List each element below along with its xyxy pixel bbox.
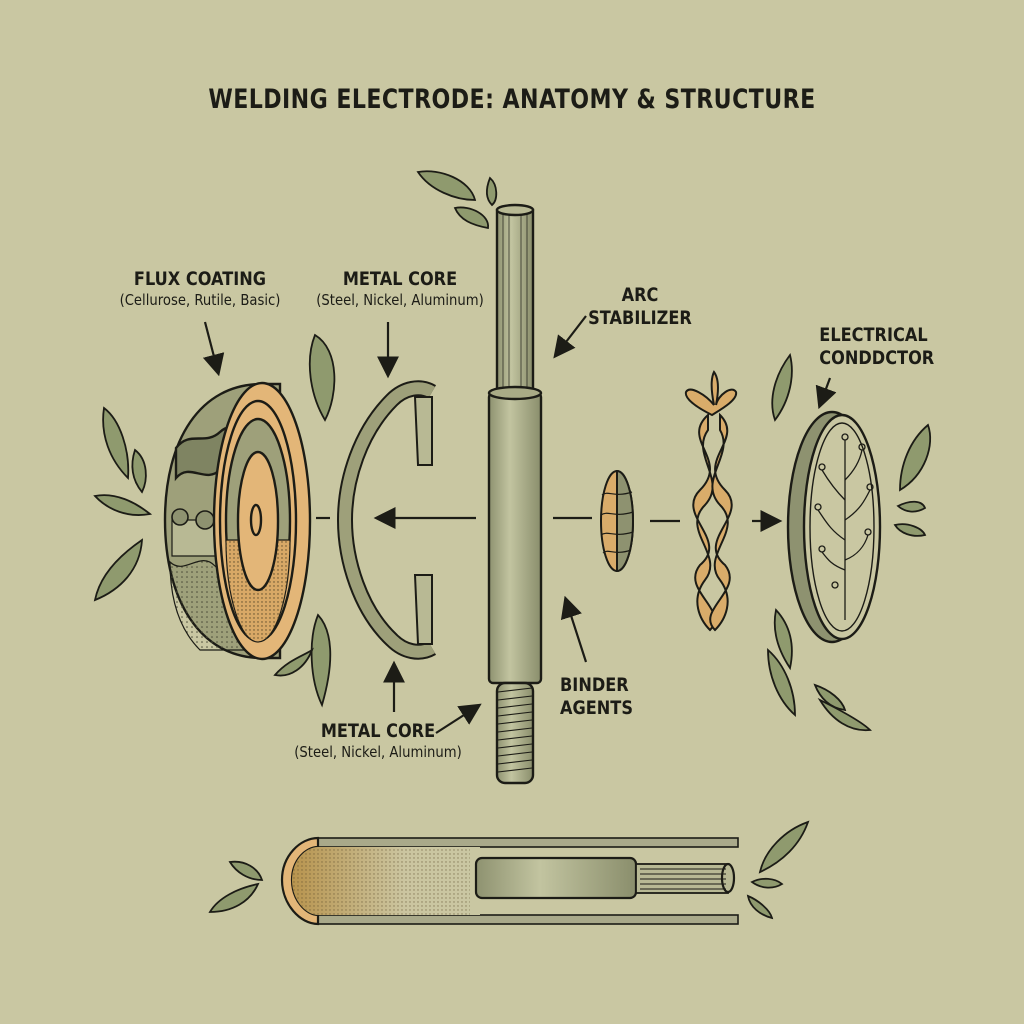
decorative-leaves (93, 170, 932, 920)
leaf-icon (758, 820, 810, 874)
leaf-icon (310, 613, 332, 708)
electrode-rod-icon (487, 203, 543, 785)
leaf-icon (896, 500, 927, 513)
arrow-binder-agents (560, 595, 588, 663)
tree-icon (814, 433, 874, 620)
label-flux-coating: FLUX COATING (Cellurose, Rutile, Basic) (100, 268, 300, 309)
arrow-metal-core-bottom-rod (435, 703, 482, 734)
arrow-arc-stabilizer (553, 315, 587, 359)
leaf-icon (102, 406, 130, 481)
flux-coating-disc-icon (163, 381, 312, 661)
electrical-conductor-disc-icon (786, 410, 882, 644)
leaf-icon (899, 423, 932, 492)
cross-section-tube-icon (280, 836, 739, 926)
label-flux-coating-title: FLUX COATING (133, 268, 267, 290)
label-metal-core-bottom-sub: (Steel, Nickel, Aluminum) (294, 742, 462, 761)
label-metal-core-top: METAL CORE (Steel, Nickel, Aluminum) (300, 268, 500, 309)
label-electrical-conductor: ELECTRICAL CONDDCTOR (810, 324, 934, 370)
label-flux-coating-sub: (Cellurose, Rutile, Basic) (119, 290, 281, 309)
leaf-icon (813, 683, 847, 712)
leaf-icon (750, 877, 784, 889)
label-metal-core-bottom-title: METAL CORE (320, 720, 436, 742)
diagram-title: WELDING ELECTRODE: ANATOMY & STRUCTURE (208, 84, 816, 115)
label-electrical-conductor-line1: ELECTRICAL (819, 324, 928, 346)
leaf-icon (308, 333, 336, 422)
connector-dashes (316, 516, 680, 523)
binder-braid-icon (684, 370, 738, 632)
arrow-flux-coating (202, 321, 225, 377)
label-arc-stabilizer: ARC STABILIZER (560, 284, 720, 330)
label-electrical-conductor-line2: CONDDCTOR (819, 346, 935, 369)
label-binder-agents-line1: BINDER (560, 674, 629, 696)
arc-stabilizer-slice-icon (600, 469, 634, 573)
label-metal-core-top-title: METAL CORE (342, 268, 458, 290)
metal-core-ring-icon (336, 380, 437, 660)
leaf-icon (817, 697, 872, 732)
leaf-icon (93, 494, 153, 516)
leaf-icon (208, 882, 260, 913)
leaf-icon (773, 608, 793, 671)
pointer-arrows (202, 315, 837, 734)
leaf-icon (485, 176, 498, 207)
label-binder-agents-line2: AGENTS (560, 696, 633, 719)
leaf-icon (453, 206, 489, 230)
label-arc-stabilizer-title: ARC STABILIZER (588, 284, 692, 329)
label-metal-core-top-sub: (Steel, Nickel, Aluminum) (316, 290, 484, 309)
leaf-icon (771, 352, 793, 422)
label-binder-agents: BINDER AGENTS (560, 674, 650, 720)
leaf-icon (746, 894, 774, 920)
leaf-icon (273, 647, 314, 677)
leaf-icon (767, 648, 796, 717)
leaf-icon (416, 170, 477, 201)
leaf-icon (228, 860, 264, 881)
leaf-icon (893, 523, 927, 537)
arrow-electrical-conductor (815, 377, 837, 410)
leaf-icon (93, 538, 144, 602)
leaf-icon (131, 448, 147, 494)
label-metal-core-bottom: METAL CORE (Steel, Nickel, Aluminum) (278, 720, 478, 761)
